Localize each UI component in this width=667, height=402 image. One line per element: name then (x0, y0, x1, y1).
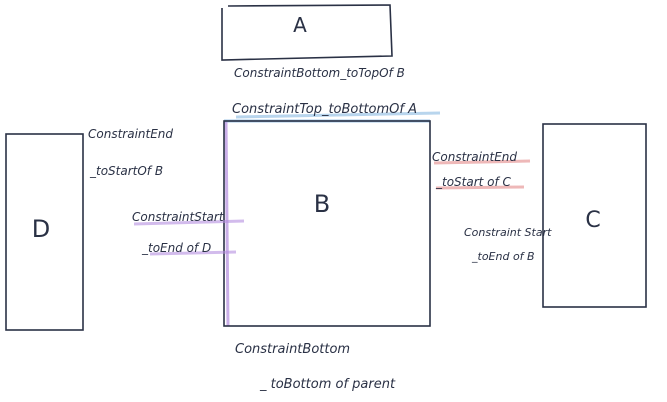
annotation-b-start-line2: _toEnd of D (141, 241, 211, 255)
b-top-annotation-highlight (235, 111, 441, 119)
annotation-a-bottom: ConstraintBottom_toTopOf B (234, 66, 405, 80)
box-a: A (221, 4, 393, 61)
annotation-d-end-line2: _toStartOf B (89, 164, 163, 178)
box-a-outline (221, 4, 393, 61)
box-b-label: B (314, 190, 330, 218)
annotation-d-end-line1: ConstraintEnd (88, 127, 173, 141)
annotation-b-end-line2: _toStart of C (435, 175, 512, 189)
annotation-b-start-line1: ConstraintStart (132, 210, 225, 224)
annotation-b-bottom-line1: ConstraintBottom (235, 342, 350, 357)
box-c: C (542, 123, 647, 308)
box-c-outline (542, 123, 647, 308)
b-end-annotation-highlight-1 (433, 159, 531, 165)
annotation-b-bottom-line2: _ toBottom of parent (259, 377, 396, 392)
b-start-annotation-highlight-1 (133, 219, 245, 226)
annotation-b-top: ConstraintTop_toBottomOf A (232, 102, 417, 117)
b-start-edge-highlight (224, 121, 230, 327)
box-a-label: A (293, 13, 307, 37)
box-d-outline (5, 133, 84, 331)
box-c-label: C (585, 208, 600, 233)
box-d-label: D (32, 215, 50, 243)
annotation-b-end-line1: ConstraintEnd (432, 150, 517, 164)
box-d: D (5, 133, 84, 331)
annotation-c-start-line1: Constraint Start (464, 226, 552, 239)
annotation-c-start-line2: _toEnd of B (471, 250, 535, 263)
box-b-outline (223, 120, 431, 327)
b-start-annotation-highlight-2 (149, 250, 237, 256)
b-end-annotation-highlight-2 (435, 185, 525, 190)
box-b: B (223, 119, 431, 327)
